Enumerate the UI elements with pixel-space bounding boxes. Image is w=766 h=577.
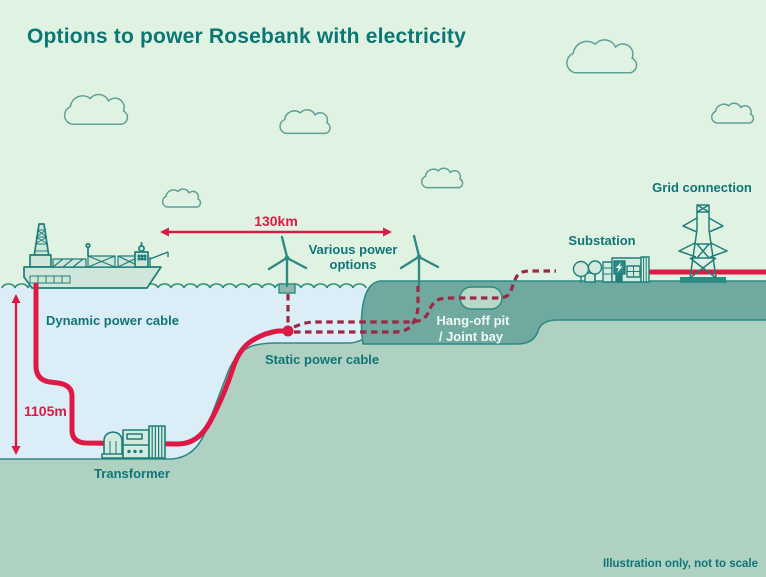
offshore-wind-turbine [267,235,308,294]
hangoff-label-line1: Hang-off pit [437,313,511,328]
accommodation-block [134,242,149,268]
grid-pylon [678,204,728,283]
substation-annex-left [602,261,613,283]
cloud-icon [63,93,129,125]
substation-label: Substation [568,233,635,248]
various-power-label-line2: options [330,257,377,272]
fpso-vessel [23,223,169,289]
pipe-rack [52,258,87,268]
distance-arrow [160,227,392,237]
static-cable-label: Static power cable [265,352,379,367]
grid-connection-label: Grid connection [652,180,752,195]
subsea-transformer [101,425,166,459]
pylon-lower-arms [678,242,728,258]
hangoff-label-line2: / Joint bay [439,329,504,344]
dynamic-cable-label: Dynamic power cable [46,313,179,328]
lightning-bolt-icon [615,262,623,273]
substation-windows [626,265,641,278]
seabed [0,282,766,577]
pylon-upper-arms [682,217,724,233]
cloud-icon [162,188,201,208]
page-title: Options to power Rosebank with electrici… [27,25,466,48]
deck-module [87,255,116,268]
cable-route-options [286,269,556,334]
ship-crane [149,251,169,267]
cloud-icon [279,109,331,134]
various-power-label-line1: Various power [309,242,398,257]
substation-door [615,274,623,283]
pylon-base-pad [680,277,726,283]
derrick-lattice [34,229,49,252]
tree-icon [572,260,590,283]
cable-junction-node [282,325,294,337]
depth-label: 1105m [24,403,67,419]
pylon-head [696,204,710,213]
transformer-main-unit [122,429,150,459]
hull-portholes [29,275,71,284]
footnote: Illustration only, not to scale [603,558,758,570]
route-onshore-turbine [294,286,420,334]
distance-label: 130km [254,213,298,229]
transformer-silo [101,431,125,459]
pylon-bracing [689,243,717,279]
depth-arrow [11,294,21,455]
derrick-pedestal [29,254,52,268]
cloud-icon [566,39,638,74]
transformer-label: Transformer [94,466,170,481]
cloud-icon [711,102,754,124]
transformer-radiator [148,425,166,459]
tree-icon [587,260,603,283]
substation-annex-right [640,256,650,283]
route-to-substation [293,269,556,329]
cloud-icon [421,167,463,189]
vent-mast [85,242,91,256]
power-cable [33,282,287,447]
substation [572,256,650,283]
